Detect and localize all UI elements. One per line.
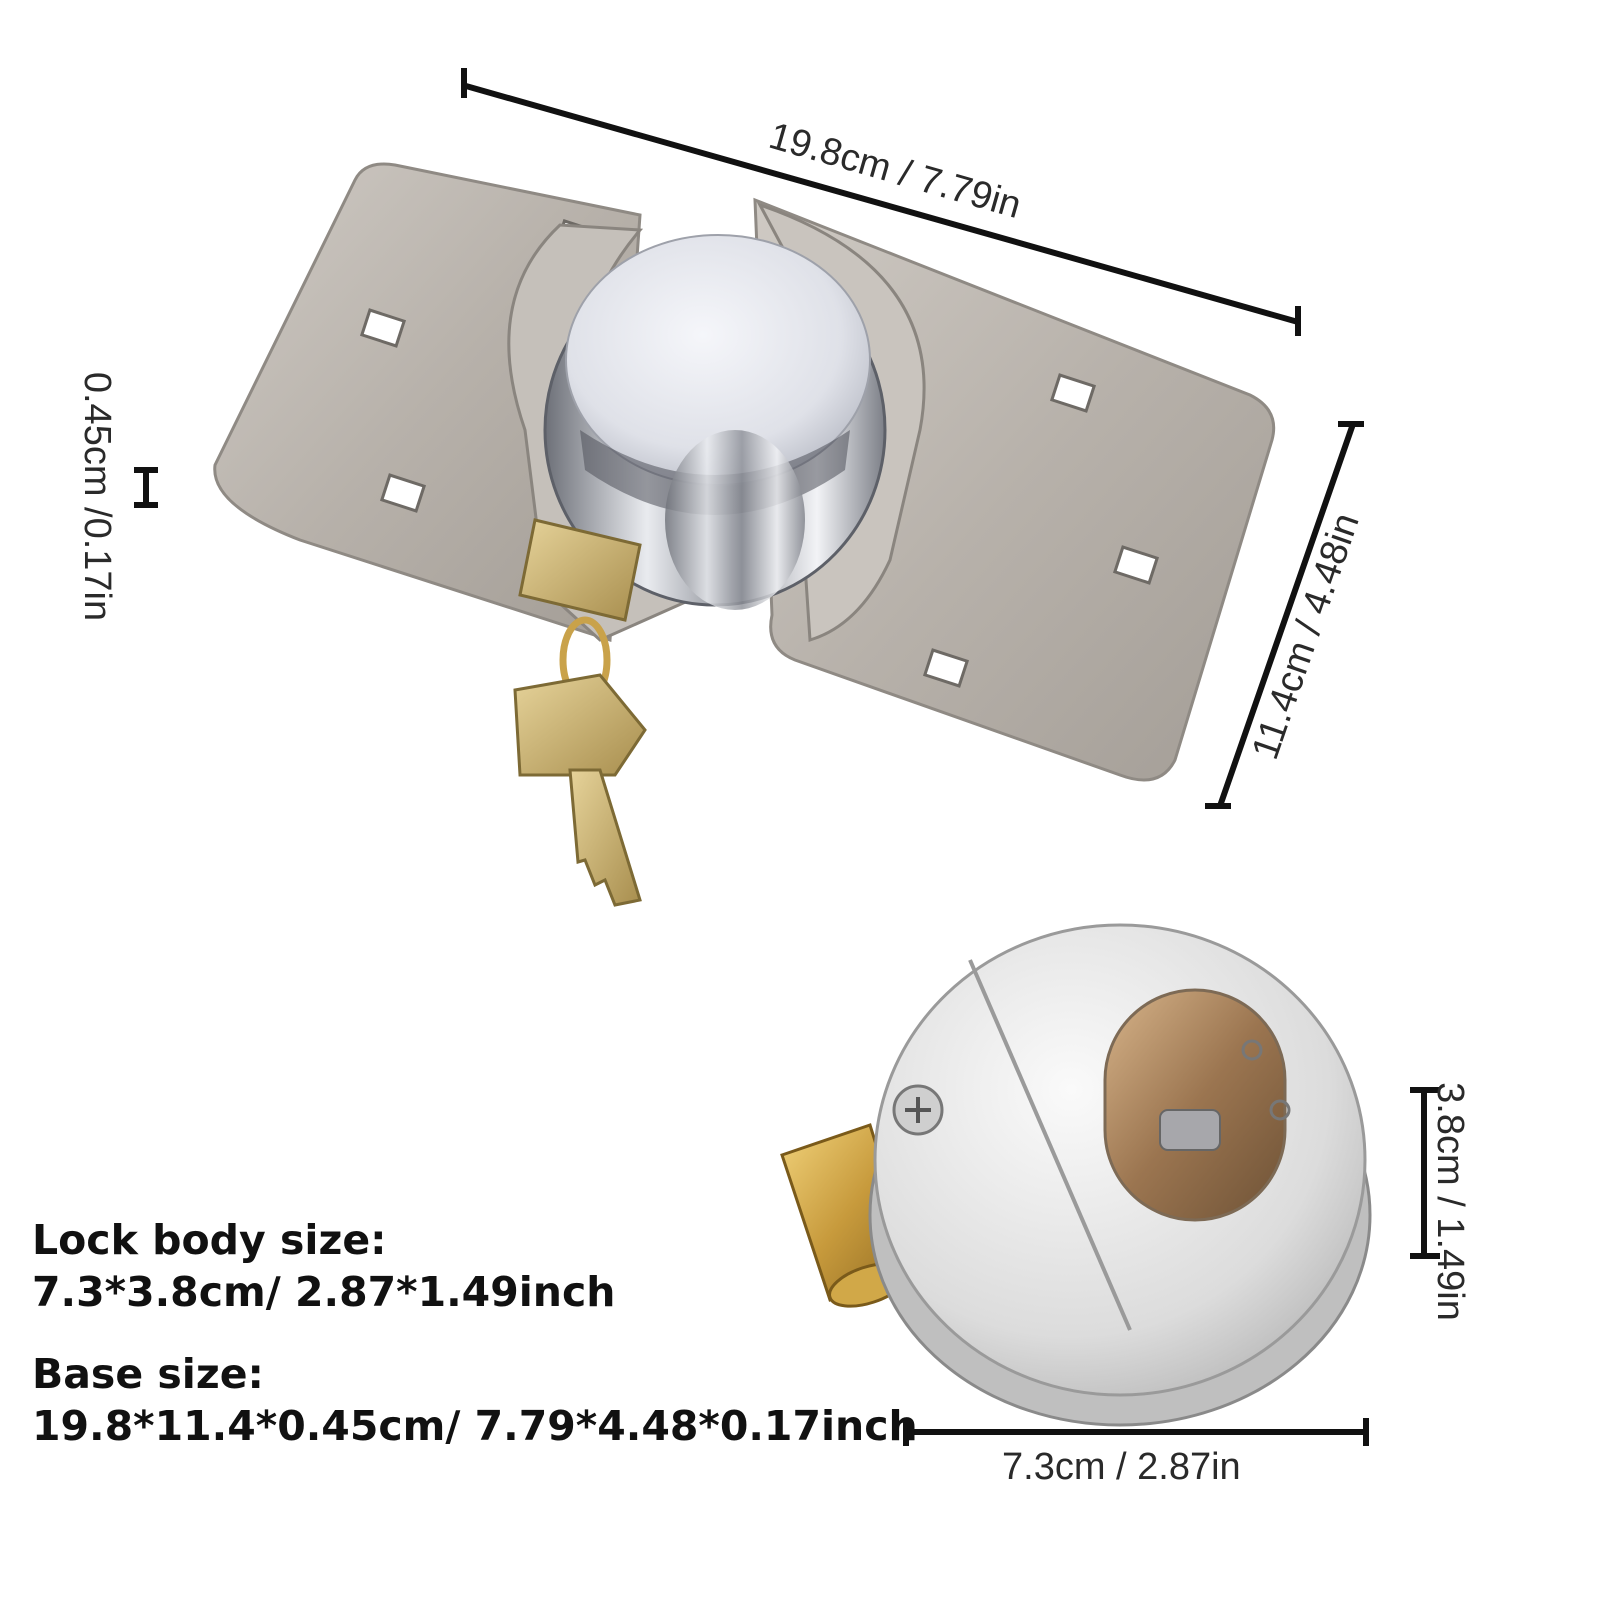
width-dimension-line <box>1205 421 1364 809</box>
puck-lock-body <box>543 234 887 610</box>
keys-illustration <box>513 518 647 907</box>
lock-body-size-title: Lock body size: <box>32 1216 387 1264</box>
lock-diameter-label: 7.3cm / 2.87in <box>1002 1446 1241 1488</box>
lock-height-dimension-line <box>1410 1087 1440 1259</box>
lock-diameter-dimension-line <box>903 1418 1369 1446</box>
length-dimension-line <box>461 68 1301 336</box>
thickness-dimension-marker <box>134 467 158 508</box>
base-thickness-label: 0.45cm /0.17in <box>76 371 119 622</box>
lock-height-label: 3.8cm / 1.49in <box>1428 1082 1471 1321</box>
base-size-value: 19.8*11.4*0.45cm/ 7.79*4.48*0.17inch <box>32 1402 918 1450</box>
base-size-title: Base size: <box>32 1350 264 1398</box>
lock-body-size-value: 7.3*3.8cm/ 2.87*1.49inch <box>32 1268 616 1316</box>
lock-body-disc <box>780 923 1372 1427</box>
